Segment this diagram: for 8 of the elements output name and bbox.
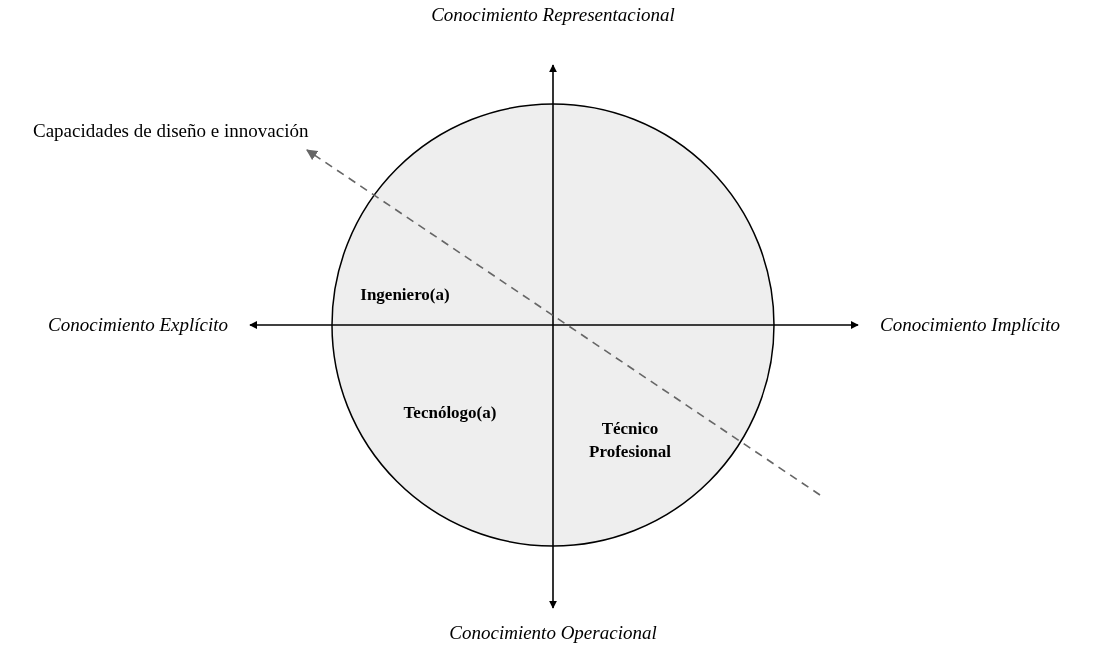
axis-label: Conocimiento Explícito	[48, 314, 228, 336]
axis-label: Conocimiento Implícito	[880, 314, 1060, 336]
axis-label: Conocimiento Representacional	[431, 4, 675, 26]
direction-label: Capacidades de diseño e innovación	[33, 120, 309, 142]
role-label: Técnico Profesional	[588, 418, 672, 463]
role-label: Tecnólogo(a)	[403, 403, 497, 423]
axis-label: Conocimiento Operacional	[449, 622, 657, 644]
role-label: Ingeniero(a)	[360, 285, 450, 305]
